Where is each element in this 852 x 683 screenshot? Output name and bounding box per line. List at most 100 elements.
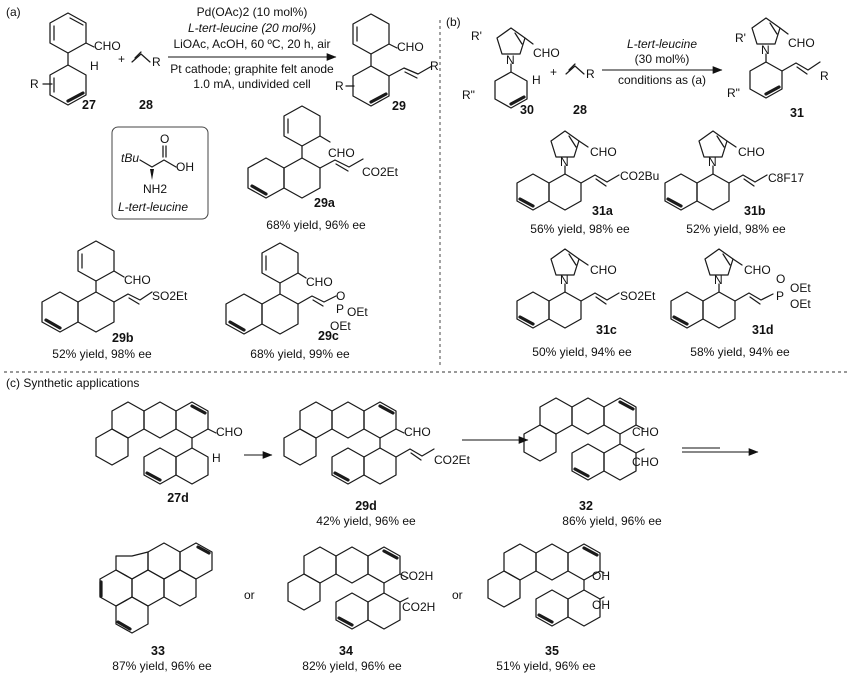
compound-32-label: 32: [579, 499, 593, 513]
svg-text:OEt: OEt: [330, 319, 351, 333]
yield-32: 86% yield, 96% ee: [562, 514, 662, 528]
svg-text:N: N: [761, 43, 770, 57]
panel-c: CHO H 27d CHO CO2Et 29d 42% yie: [95, 397, 759, 673]
compound-28-b-label: 28: [573, 103, 587, 117]
svg-text:H: H: [212, 451, 221, 465]
structure-35: OH OH 35 51% yield, 96% ee: [487, 543, 610, 673]
compound-29a-label: 29a: [314, 196, 336, 210]
structure-29b: CHO SO2Et 29b 52% yield, 98% ee: [41, 240, 188, 361]
svg-text:CHO: CHO: [328, 146, 355, 160]
or-text-1: or: [244, 588, 255, 602]
structure-27d: CHO H 27d: [95, 401, 243, 505]
svg-text:CHO: CHO: [404, 425, 431, 439]
svg-text:CHO: CHO: [632, 425, 659, 439]
structure-30: N CHO R' H R" 30: [462, 27, 560, 117]
structure-29: CHO R R 29: [335, 13, 439, 113]
condition-line-3: LiOAc, AcOH, 60 ºC, 20 h, air: [173, 37, 330, 51]
panel-c-label: (c) Synthetic applications: [6, 376, 139, 390]
yield-33: 87% yield, 96% ee: [112, 659, 212, 673]
svg-text:CO2Bu: CO2Bu: [620, 169, 659, 183]
panel-a: CHO H R 27 + R 28 Pd(OAc)2 (10 mol%) L-t…: [30, 5, 439, 361]
structure-28: R 28: [131, 51, 161, 112]
svg-text:R: R: [430, 59, 439, 73]
svg-text:CHO: CHO: [397, 40, 424, 54]
structure-29c: CHO O P OEt OEt 29c 68% yield, 99% ee: [225, 242, 368, 361]
svg-text:SO2Et: SO2Et: [152, 289, 188, 303]
svg-text:P: P: [336, 302, 344, 316]
svg-text:CHO: CHO: [738, 145, 765, 159]
svg-text:SO2Et: SO2Et: [620, 289, 656, 303]
yield-29b: 52% yield, 98% ee: [52, 347, 152, 361]
condition-line-2: L-tert-leucine (20 mol%): [188, 21, 316, 35]
svg-text:CHO: CHO: [124, 273, 151, 287]
svg-text:R: R: [30, 77, 39, 91]
svg-text:C8F17: C8F17: [768, 171, 804, 185]
yield-29d: 42% yield, 96% ee: [316, 514, 416, 528]
compound-31b-label: 31b: [744, 204, 766, 218]
compound-31-label: 31: [790, 106, 804, 120]
ligand-box: O OH tBu NH2 L-tert-leucine: [111, 126, 209, 220]
condition-b-line-3: conditions as (a): [618, 73, 706, 87]
compound-29b-label: 29b: [112, 331, 134, 345]
svg-text:CO2H: CO2H: [402, 600, 435, 614]
svg-text:O: O: [336, 289, 345, 303]
ligand-name: L-tert-leucine: [118, 200, 188, 214]
svg-text:tBu: tBu: [121, 151, 139, 165]
yield-34: 82% yield, 96% ee: [302, 659, 402, 673]
svg-text:R': R': [471, 29, 482, 43]
compound-28-label: 28: [139, 98, 153, 112]
compound-31a-label: 31a: [592, 204, 614, 218]
svg-text:H: H: [90, 59, 99, 73]
svg-text:CHO: CHO: [590, 263, 617, 277]
compound-29d-label: 29d: [355, 499, 377, 513]
panel-b: N CHO R' H R" 30 + R 28 L-tert-leucine (…: [462, 17, 829, 359]
compound-31d-label: 31d: [752, 323, 774, 337]
compound-29c-label: 29c: [318, 329, 339, 343]
structure-34: CO2H CO2H 34 82% yield, 96% ee: [287, 546, 435, 673]
structure-33: 33 87% yield, 96% ee: [99, 542, 213, 673]
compound-27d-label: 27d: [167, 491, 189, 505]
svg-text:OEt: OEt: [347, 305, 368, 319]
svg-text:CHO: CHO: [744, 263, 771, 277]
condition-b-line-2: (30 mol%): [635, 52, 690, 66]
structure-31d: N CHO O P OEt OEt 31d 58% yield, 94% ee: [670, 248, 811, 359]
svg-text:CHO: CHO: [590, 145, 617, 159]
svg-text:CO2H: CO2H: [400, 569, 433, 583]
svg-text:H: H: [532, 73, 541, 87]
svg-text:CHO: CHO: [216, 425, 243, 439]
plus-sign: +: [118, 52, 125, 66]
structure-29a: CHO CO2Et 29a 68% yield, 96% ee: [247, 105, 399, 232]
condition-b-line-1: L-tert-leucine: [627, 37, 697, 51]
structure-29d: CHO CO2Et 29d 42% yield, 96% ee: [283, 401, 471, 528]
svg-text:R': R': [735, 31, 746, 45]
svg-text:R: R: [820, 69, 829, 83]
yield-35: 51% yield, 96% ee: [496, 659, 596, 673]
compound-33-label: 33: [151, 644, 165, 658]
panel-a-label: (a): [6, 5, 21, 19]
svg-text:CO2Et: CO2Et: [362, 165, 399, 179]
svg-text:R: R: [335, 79, 344, 93]
svg-text:N: N: [714, 273, 723, 287]
panel-b-label: (b): [446, 15, 461, 29]
condition-line-5: 1.0 mA, undivided cell: [193, 77, 310, 91]
condition-line-4: Pt cathode; graphite felt anode: [170, 62, 334, 76]
svg-text:R": R": [727, 86, 740, 100]
compound-30-label: 30: [520, 103, 534, 117]
svg-text:NH2: NH2: [143, 182, 167, 196]
svg-text:N: N: [506, 53, 515, 67]
svg-text:CHO: CHO: [306, 275, 333, 289]
svg-text:OEt: OEt: [790, 281, 811, 295]
yield-31a: 56% yield, 98% ee: [530, 222, 630, 236]
compound-27-label: 27: [82, 98, 96, 112]
yield-31d: 58% yield, 94% ee: [690, 345, 790, 359]
compound-31c-label: 31c: [596, 323, 617, 337]
svg-text:N: N: [560, 155, 569, 169]
svg-text:+: +: [550, 65, 557, 79]
svg-text:P: P: [776, 289, 784, 303]
condition-line-1: Pd(OAc)2 (10 mol%): [197, 5, 308, 19]
svg-text:R: R: [586, 67, 595, 81]
structure-27: CHO H R 27: [30, 12, 121, 112]
compound-35-label: 35: [545, 644, 559, 658]
structure-31b: N CHO C8F17 31b 52% yield, 98% ee: [664, 130, 804, 236]
